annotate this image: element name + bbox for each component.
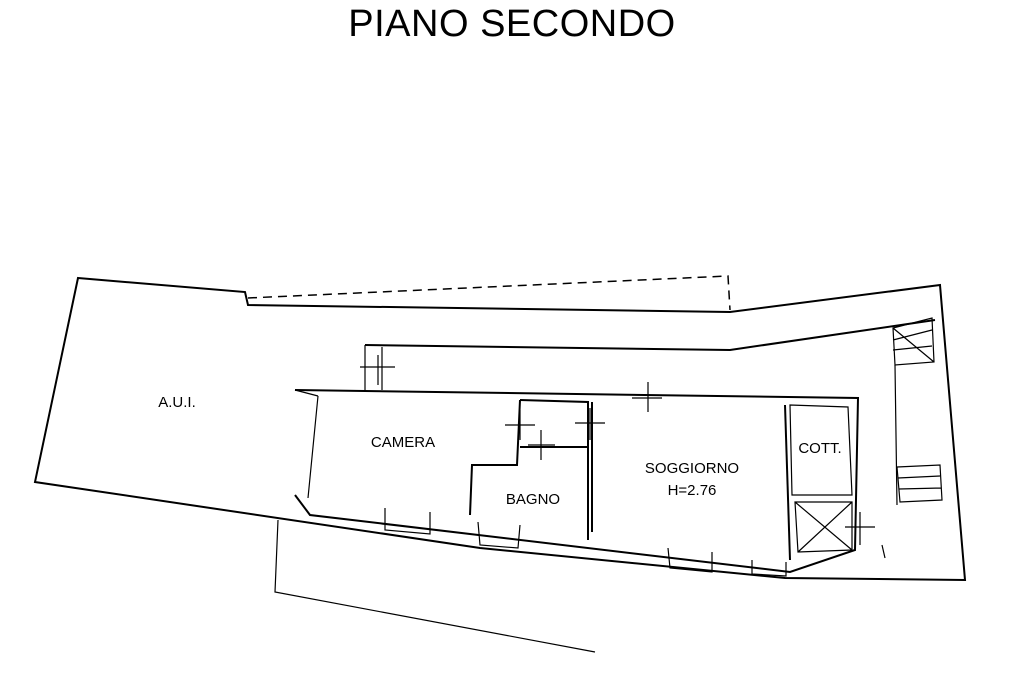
room-label-cottura: COTT. (798, 440, 841, 457)
apartment-inner-wall (294, 389, 319, 499)
staircase-side (881, 364, 898, 559)
window-bagno (477, 521, 521, 549)
cottura-box (789, 404, 853, 496)
staircase-lower (896, 464, 943, 503)
dashed-boundary (247, 275, 731, 311)
window-cottura (751, 560, 787, 577)
disimpegno-partition (519, 399, 589, 447)
soggiorno-right-wall (784, 404, 791, 561)
apartment-outline (294, 389, 860, 574)
camera-partition (469, 399, 521, 516)
outer-outline (33, 276, 967, 582)
window-camera (384, 508, 431, 535)
door-mark-bagno (528, 430, 555, 460)
window-soggiorno (667, 547, 713, 573)
shaft-cross (794, 501, 853, 553)
door-mark-entry (632, 382, 662, 412)
corridor-wall (364, 319, 936, 352)
plan-title: PIANO SECONDO (348, 3, 676, 45)
room-label-camera: CAMERA (371, 434, 435, 451)
room-label-soggiorno: SOGGIORNO (645, 460, 739, 477)
room-label-aui: A.U.I. (158, 394, 196, 411)
lower-terrace-outline (274, 519, 596, 653)
door-mark-camera (505, 410, 535, 440)
shaft-door-mark (845, 512, 875, 545)
door-mark-soggiorno (575, 408, 605, 440)
room-height-soggiorno: H=2.76 (668, 482, 717, 499)
corridor-door-mark (360, 345, 395, 390)
room-label-bagno: BAGNO (506, 491, 560, 508)
staircase-upper (892, 317, 935, 366)
